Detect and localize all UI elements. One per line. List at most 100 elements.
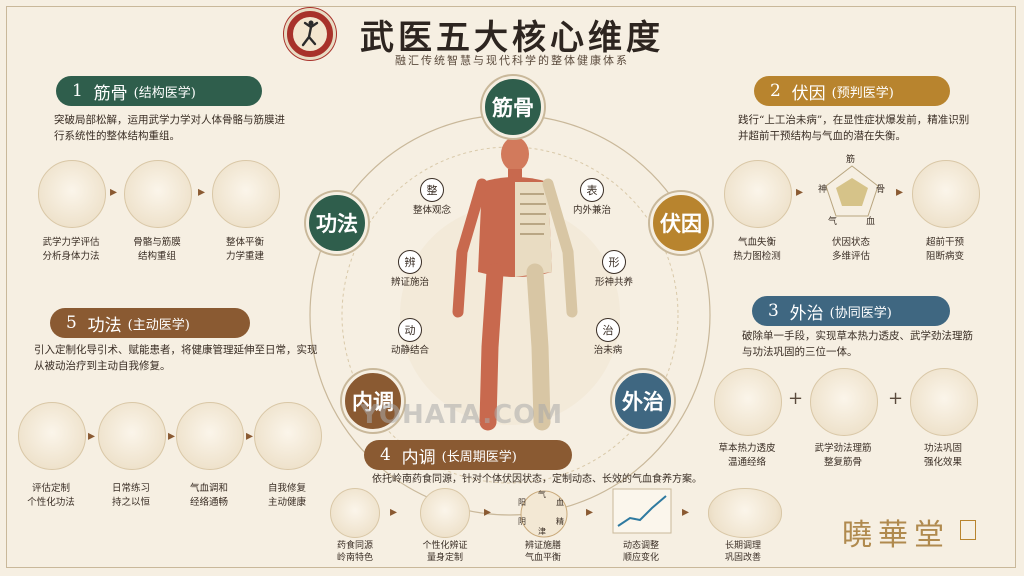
panel5-cap-1: 评估定制个性化功法 [10,482,92,510]
panel2-desc: 践行“上工治未病”，在显性症状爆发前，精准识别并超前干预结构与气血的潜在失衡。 [738,114,970,142]
panel4-pic-consultation [420,488,470,538]
panel3-cap-3: 功法巩固强化效果 [902,442,984,470]
radar-label-right: 骨 [876,185,886,195]
brand-logo-text: 曉華堂 [842,518,950,553]
concept-zhiweibing-label: 治未病 [593,345,623,356]
arrow-right-icon: ▸ [896,184,904,200]
concept-neiwai: 表 内外兼治 [562,178,622,216]
panel5-cap-3-line2: 经络通畅 [189,497,228,508]
panel1-pic-balance [212,160,280,228]
node-waizhi: 外治 [612,370,674,432]
panel3-num: 3 [768,301,779,321]
panel4-trend-chart-icon [612,488,672,534]
seal-stamp [960,520,976,540]
plus-icon: + [788,388,804,409]
watermark-text: YOHATA.COM [360,400,564,430]
wheel-label-6: 阳 [518,498,526,507]
concept-xingshen: 形 形神共养 [584,250,644,288]
panel5-cap-3: 气血调和经络通畅 [168,482,250,510]
radar-label-top: 筋 [846,155,856,165]
panel5-cap-1-line1: 评估定制 [31,483,70,494]
panel3-desc: 破除单一手段，实现草本热力透皮、武学劲法理筋与功法巩固的三位一体。 [742,330,973,358]
panel4-cap-1: 药食同源岭南特色 [316,540,394,564]
panel3-cap-1-line2: 温通经络 [727,457,766,468]
panel2-title: 伏因 [791,83,826,104]
panel5-cap-2: 日常练习持之以恒 [90,482,172,510]
radar-label-br: 血 [866,217,876,227]
panel4-num: 4 [380,445,391,465]
node-gongfa: 功法 [306,192,368,254]
arrow-right-icon: ▸ [110,184,118,200]
panel1-cap-3-line1: 整体平衡 [225,237,264,248]
plus-icon: + [888,388,904,409]
panel1-num: 1 [72,81,83,101]
panel3-cap-2-line2: 整复筋骨 [823,457,862,468]
panel3-cap-1-line1: 草本热力透皮 [718,443,776,454]
arrow-right-icon: ▸ [88,428,96,444]
panel4-pic-ingredients [330,488,380,538]
concept-bianzheng-label: 辨证施治 [390,277,429,288]
concept-neiwai-label: 内外兼治 [572,205,611,216]
panel4-pic-soup [708,488,782,538]
panel4-cap-4-line1: 动态调整 [622,541,659,551]
panel5-cap-2-line2: 持之以恒 [111,497,150,508]
concept-zhengti: 整 整体观念 [402,178,462,216]
panel2-num: 2 [770,81,781,101]
panel4-cap-4: 动态调整顺应变化 [600,540,682,564]
panel5-sub: (主动医学) [127,317,190,333]
panel3-cap-1: 草本热力透皮温通经络 [706,442,788,470]
panel3-cap-3-line2: 强化效果 [923,457,962,468]
concept-xingshen-icon: 形 [602,250,626,274]
panel1-sub: (结构医学) [133,85,196,101]
panel5-pic-assess [18,402,86,470]
panel2-cap-2-line2: 多维评估 [831,251,870,262]
panel5-banner: 5 功法(主动医学) [50,308,250,338]
panel4-cap-3: 辨证施膳气血平衡 [502,540,584,564]
arrow-right-icon: ▸ [198,184,206,200]
panel5-cap-2-line1: 日常练习 [111,483,150,494]
wheel-label-1: 气 [538,490,546,499]
arrow-right-icon: ▸ [246,428,254,444]
panel1-cap-2-line1: 骨骼与筋膜 [133,237,181,248]
panel2-cap-2-line1: 伏因状态 [831,237,870,248]
panel4-cap-4-line2: 顺应变化 [622,553,659,563]
panel4-cap-3-line1: 辨证施膳 [524,541,561,551]
panel2-cap-3-line1: 超前干预 [925,237,964,248]
panel3-pic-massage [810,368,878,436]
panel4-title: 内调 [401,447,436,468]
panel5-cap-4-line1: 自我修复 [267,483,306,494]
wheel-label-5: 阴 [518,517,526,526]
panel1-desc: 突破局部松解，运用武学力学对人体骨骼与筋膜进行系统性的整体结构重组。 [54,114,285,142]
panel1-pic-skeleton [124,160,192,228]
panel4-cap-5-line2: 巩固改善 [724,553,761,563]
arrow-right-icon: ▸ [586,504,594,520]
panel2-banner: 2 伏因(预判医学) [754,76,950,106]
panel4-cap-3-line2: 气血平衡 [524,553,561,563]
panel3-cap-2-line1: 武学劲法理筋 [814,443,872,454]
panel5-cap-3-line1: 气血调和 [189,483,228,494]
panel1-title: 筋骨 [93,83,128,104]
page-title: 武医五大核心维度 [360,18,664,58]
radar-label-bl: 气 [828,217,838,227]
concept-neiwai-icon: 表 [580,178,604,202]
concept-dongjing-label: 动静结合 [390,345,429,356]
panel4-cap-1-line1: 药食同源 [336,541,373,551]
panel1-cap-2-line2: 结构重组 [137,251,176,262]
panel2-cap-1-line2: 热力图检测 [733,251,781,262]
page-frame [6,6,1016,568]
page-subtitle: 融汇传统智慧与现代科学的整体健康体系 [395,54,629,67]
arrow-right-icon: ▸ [796,184,804,200]
concept-zhengti-label: 整体观念 [412,205,451,216]
panel5-cap-1-line2: 个性化功法 [27,497,75,508]
concept-zhiweibing: 治 治未病 [578,318,638,356]
martial-figure-icon [293,17,327,51]
panel5-num: 5 [66,313,77,333]
panel5-cap-4-line2: 主动健康 [267,497,306,508]
panel3-pic-herbs [714,368,782,436]
concept-dongjing: 动 动静结合 [380,318,440,356]
panel3-sub: (协同医学) [829,305,892,321]
panel3-cap-2: 武学劲法理筋整复筋骨 [802,442,884,470]
panel1-cap-1-line1: 武学力学评估 [42,237,100,248]
panel4-desc: 依托岭南药食同源，针对个体伏因状态，定制动态、长效的气血食养方案。 [372,474,702,485]
panel5-desc: 引入定制化导引术、赋能患者，将健康管理延伸至日常，实现从被动治疗到主动自我修复。 [34,344,318,372]
